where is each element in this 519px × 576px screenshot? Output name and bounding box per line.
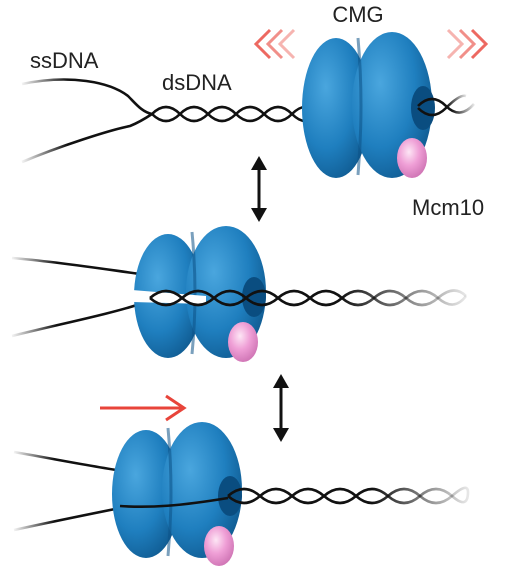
dsdna-strand-b — [151, 105, 318, 123]
ssdna-strand-bottom — [21, 112, 153, 164]
panel-2 — [11, 226, 468, 362]
cmg-helicase — [112, 422, 242, 558]
strand-through-cmg — [119, 496, 229, 509]
dsdna-strand-b — [149, 289, 467, 307]
panel-1: CMG ssDNA dsDNA Mcm10 — [21, 2, 489, 220]
cmg-channel — [242, 277, 266, 317]
mcm10-blob — [204, 526, 234, 566]
exit-strand-a — [417, 97, 475, 114]
ssdna-label: ssDNA — [30, 48, 99, 73]
double-chevron-left-icon — [253, 28, 296, 60]
dsdna-strand-b — [227, 486, 470, 505]
cmg-label: CMG — [332, 2, 383, 27]
exit-strand-b — [417, 94, 467, 117]
dsdna-label: dsDNA — [162, 70, 232, 95]
ssdna-strand-top — [13, 450, 131, 474]
mcm10-blob — [228, 322, 258, 362]
mcm10-blob — [397, 138, 427, 178]
cmg-channel — [411, 86, 435, 130]
ssdna-strand-bottom — [13, 504, 131, 532]
ssdna-strand-top — [11, 256, 141, 276]
ssdna-strand-bottom — [11, 302, 141, 338]
ssdna-strand-top — [21, 78, 153, 116]
transition-arrow-1-icon — [251, 156, 267, 222]
panel-3 — [13, 394, 470, 566]
mcm10-label: Mcm10 — [412, 195, 484, 220]
double-chevron-right-icon — [446, 28, 489, 60]
transition-arrow-2-icon — [273, 374, 289, 442]
arrow-right-icon — [100, 394, 187, 422]
